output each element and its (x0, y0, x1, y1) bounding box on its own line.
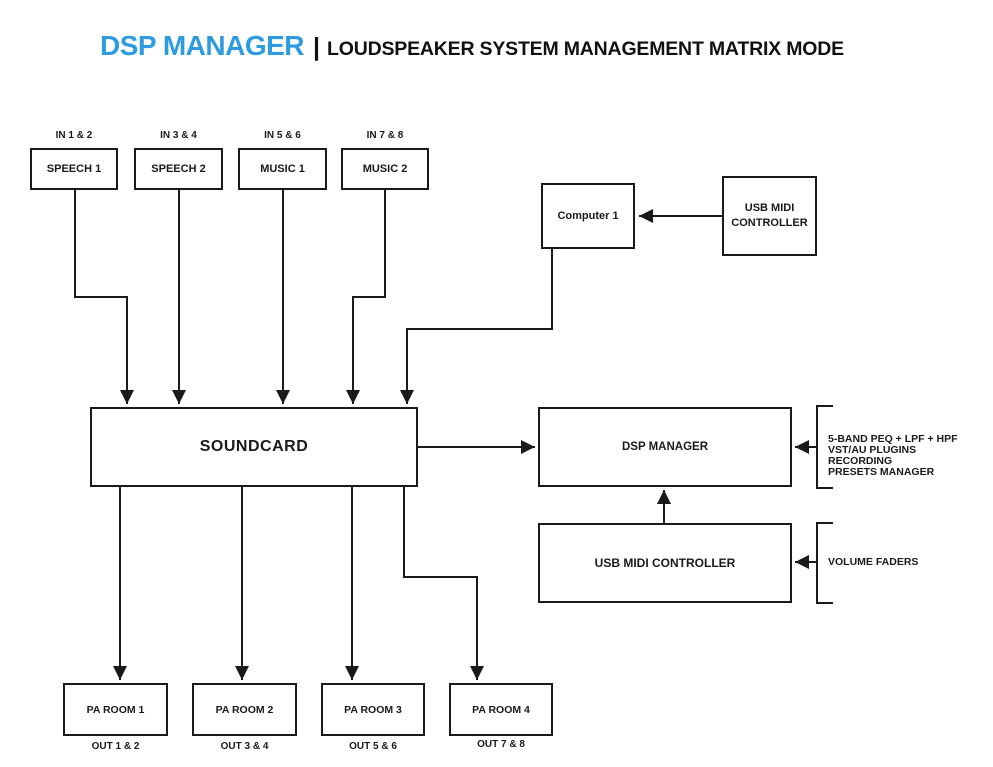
node-pa-room-4: PA ROOM 4 (449, 683, 553, 736)
node-usb-midi-controller-top: USB MIDI CONTROLLER (722, 176, 817, 256)
output-channel-label-3: OUT 5 & 6 (349, 741, 397, 752)
volume-faders-label: VOLUME FADERS (828, 556, 919, 568)
node-dsp-manager: DSP MANAGER (538, 407, 792, 487)
title-brand: DSP MANAGER (100, 30, 305, 61)
bracket-volume-faders (816, 522, 833, 604)
node-pa-room-2: PA ROOM 2 (192, 683, 297, 736)
dsp-feature-item: RECORDING (828, 455, 893, 467)
title-subtitle: LOUDSPEAKER SYSTEM MANAGEMENT MATRIX MOD… (327, 38, 844, 60)
node-computer-1: Computer 1 (541, 183, 635, 249)
wire-speech1-soundcard (74, 190, 134, 404)
page-title: DSP MANAGER | LOUDSPEAKER SYSTEM MANAGEM… (100, 30, 844, 62)
bracket-dsp-features (816, 405, 833, 489)
input-channel-label-1: IN 1 & 2 (55, 130, 93, 141)
input-channel-label-2: IN 3 & 4 (160, 130, 197, 141)
title-separator: | (313, 33, 321, 61)
dsp-feature-list: 5-BAND PEQ + LPF + HPF VST/AU PLUGINS RE… (828, 434, 958, 478)
wire-music2-soundcard (346, 190, 386, 404)
output-channel-label-1: OUT 1 & 2 (91, 741, 140, 752)
node-pa-room-3: PA ROOM 3 (321, 683, 425, 736)
node-music-1: MUSIC 1 (238, 148, 327, 190)
node-speech-1: SPEECH 1 (30, 148, 118, 190)
input-channel-label-3: IN 5 & 6 (264, 130, 301, 141)
wire-soundcard-pa4 (403, 487, 484, 680)
dsp-feature-item: PRESETS MANAGER (828, 466, 935, 478)
node-pa-room-1: PA ROOM 1 (63, 683, 168, 736)
node-soundcard: SOUNDCARD (90, 407, 418, 487)
output-channel-label-2: OUT 3 & 4 (220, 741, 269, 752)
output-channel-label-4: OUT 7 & 8 (477, 739, 525, 750)
dsp-feature-item: 5-BAND PEQ + LPF + HPF (828, 433, 958, 445)
node-music-2: MUSIC 2 (341, 148, 429, 190)
dsp-feature-item: VST/AU PLUGINS (828, 444, 917, 456)
node-usb-midi-controller-bottom: USB MIDI CONTROLLER (538, 523, 792, 603)
node-speech-2: SPEECH 2 (134, 148, 223, 190)
wire-computer-soundcard (400, 249, 553, 404)
input-channel-label-4: IN 7 & 8 (366, 130, 404, 141)
